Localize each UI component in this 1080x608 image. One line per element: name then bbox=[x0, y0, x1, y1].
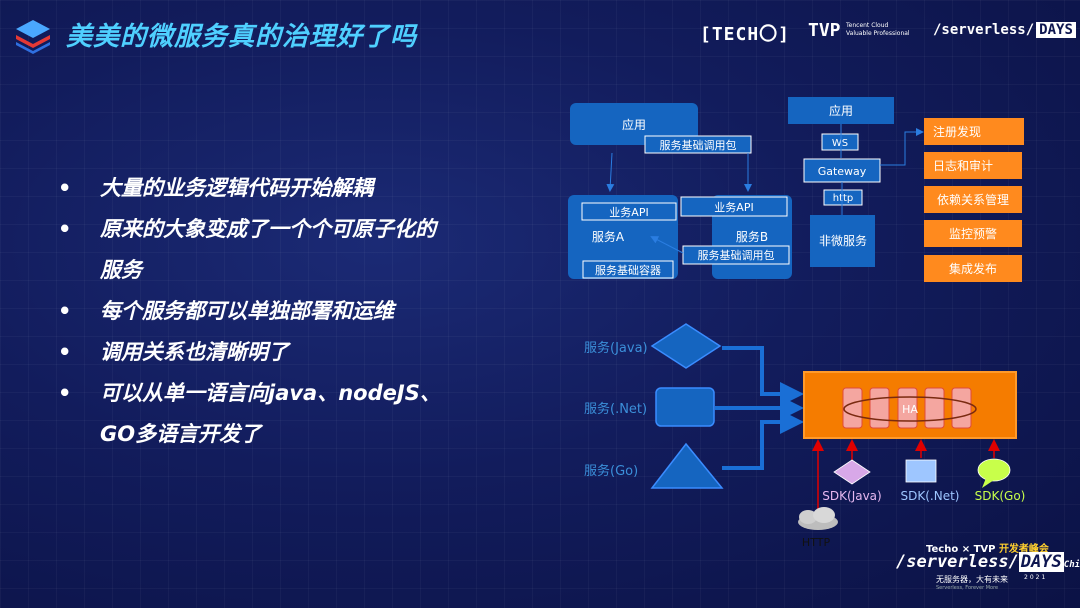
footer-serverless-days: /serverless/DAYSChina bbox=[896, 552, 1080, 572]
sdk-go-bubble-icon bbox=[977, 458, 1011, 482]
bullet-item: 可以从单一语言向java、nodeJS、 bbox=[58, 373, 441, 414]
gateway-label: Gateway bbox=[818, 165, 867, 178]
footer-china: China bbox=[1063, 560, 1080, 570]
sdk-java-label: SDK(Java) bbox=[822, 489, 881, 503]
http-cloud-label: HTTP bbox=[802, 536, 831, 549]
feature-label: 集成发布 bbox=[949, 261, 997, 276]
svc-go-label: 服务(Go) bbox=[584, 463, 638, 479]
bullet-item-continuation: GO多语言开发了 bbox=[100, 422, 262, 446]
container-a-label: 服务基础容器 bbox=[595, 263, 661, 277]
cloud-icon bbox=[798, 507, 838, 530]
footer-slogan-sub: Serverless, Forever More bbox=[936, 585, 999, 591]
serverless-text: /serverless/ bbox=[933, 22, 1035, 38]
techo-logo: [TECH〇] bbox=[700, 24, 791, 45]
service-a-label: 服务A bbox=[592, 229, 625, 244]
ws-label: WS bbox=[832, 138, 848, 149]
app-right-box bbox=[788, 97, 894, 124]
feature-label: 日志和审计 bbox=[933, 158, 993, 173]
top-diagram: 应用 服务基础调用包 业务API 服务A 服务基础容器 业务API 服务B 服务… bbox=[568, 97, 1024, 282]
ha-label: HA bbox=[902, 403, 918, 416]
sdk-net-label: SDK(.Net) bbox=[901, 489, 960, 503]
sdk-go-label: SDK(Go) bbox=[975, 489, 1026, 503]
sdk-b-label: 服务基础调用包 bbox=[698, 249, 775, 262]
arrow-gateway-features bbox=[880, 128, 924, 166]
node-box bbox=[924, 387, 945, 429]
footer-year: 2021 bbox=[1024, 574, 1048, 581]
api-b-box bbox=[680, 196, 788, 217]
bottom-diagram: 服务(Java) 服务(.Net) 服务(Go) HA SDK(Java) SD… bbox=[584, 323, 1026, 549]
footer-event-logo: Techo × TVP 开发者峰会 /serverless/DAYSChina … bbox=[896, 540, 1080, 600]
feature-box bbox=[924, 186, 1022, 213]
footer-slogan: 无服务器，大有未来 bbox=[936, 575, 1008, 584]
service-b-label: 服务B bbox=[736, 229, 768, 244]
tvp-subtitle-line1: Tencent Cloud bbox=[846, 22, 889, 29]
page-title: 美美的微服务真的治理好了吗 bbox=[66, 22, 418, 52]
layers-logo-icon bbox=[16, 20, 50, 54]
api-a-box bbox=[581, 202, 677, 221]
footer-dev: 开发者峰会 bbox=[998, 544, 1049, 555]
node-box bbox=[842, 387, 863, 429]
serverless-days-logo: /serverless/DAYS bbox=[933, 22, 1076, 38]
feature-label: 依赖关系管理 bbox=[937, 192, 1009, 207]
arrow-sdk-to-a bbox=[606, 152, 615, 192]
bullet-item: 原来的大象变成了一个个可原子化的 bbox=[58, 209, 441, 250]
sdk-left-label: 服务基础调用包 bbox=[660, 139, 737, 152]
days-badge: DAYS bbox=[1036, 22, 1076, 38]
feature-label: 监控预警 bbox=[949, 226, 997, 241]
svc-net-label: 服务(.Net) bbox=[584, 401, 647, 417]
arrow-go-ha bbox=[722, 410, 804, 470]
triangle-go-icon bbox=[650, 442, 724, 489]
http-label: http bbox=[833, 193, 854, 204]
node-box bbox=[951, 387, 972, 429]
tvp-logo: TVP bbox=[808, 20, 841, 41]
bullet-item-continuation: 服务 bbox=[100, 258, 142, 282]
diamond-java-icon bbox=[650, 323, 722, 369]
footer-techo-tvp: Techo × TVP 开发者峰会 bbox=[926, 540, 1049, 555]
api-b-label: 业务API bbox=[714, 201, 753, 214]
footer-days: DAYS bbox=[1018, 552, 1064, 572]
tvp-subtitle: Tencent Cloud Valuable Professional bbox=[846, 22, 910, 38]
non-micro-label: 非微服务 bbox=[819, 233, 867, 248]
container-a-box bbox=[582, 260, 674, 279]
bullet-item: 大量的业务逻辑代码开始解耦 bbox=[58, 168, 441, 209]
footer-x: × bbox=[961, 544, 971, 555]
feature-box bbox=[924, 118, 1024, 145]
app-left-label: 应用 bbox=[622, 117, 646, 132]
ha-ring bbox=[843, 396, 977, 422]
feature-list: 注册发现 日志和审计 依赖关系管理 监控预警 集成发布 bbox=[924, 118, 1024, 282]
api-a-label: 业务API bbox=[609, 206, 648, 219]
ws-box bbox=[821, 133, 859, 151]
feature-box bbox=[924, 255, 1022, 282]
feature-box bbox=[924, 152, 1022, 179]
sdk-net-icon bbox=[905, 459, 937, 483]
rect-net-icon bbox=[655, 387, 715, 427]
non-micro-box bbox=[810, 215, 875, 267]
node-box bbox=[869, 387, 890, 429]
app-left-box bbox=[570, 103, 698, 145]
http-box bbox=[823, 189, 863, 206]
app-right-label: 应用 bbox=[829, 103, 853, 118]
footer-serverless: /serverless/ bbox=[896, 552, 1019, 572]
sdk-b-box bbox=[682, 245, 790, 265]
bullet-item: 调用关系也清晰明了 bbox=[58, 332, 441, 373]
node-box bbox=[897, 387, 918, 429]
tvp-subtitle-line2: Valuable Professional bbox=[846, 30, 910, 37]
footer-techo: Techo bbox=[926, 544, 959, 555]
arrow-b-to-a bbox=[650, 236, 684, 254]
feature-label: 注册发现 bbox=[933, 124, 981, 139]
footer-tvp: TVP bbox=[973, 544, 996, 555]
bullet-list: 大量的业务逻辑代码开始解耦 原来的大象变成了一个个可原子化的 服务 每个服务都可… bbox=[58, 168, 441, 455]
feature-box bbox=[924, 220, 1022, 247]
sdk-left-box bbox=[644, 135, 752, 154]
sdk-java-icon bbox=[833, 459, 871, 485]
arrow-java-ha bbox=[722, 346, 804, 406]
bullet-item: 每个服务都可以单独部署和运维 bbox=[58, 291, 441, 332]
svc-java-label: 服务(Java) bbox=[584, 340, 648, 356]
sdk-go-bubble-tail bbox=[982, 478, 994, 488]
